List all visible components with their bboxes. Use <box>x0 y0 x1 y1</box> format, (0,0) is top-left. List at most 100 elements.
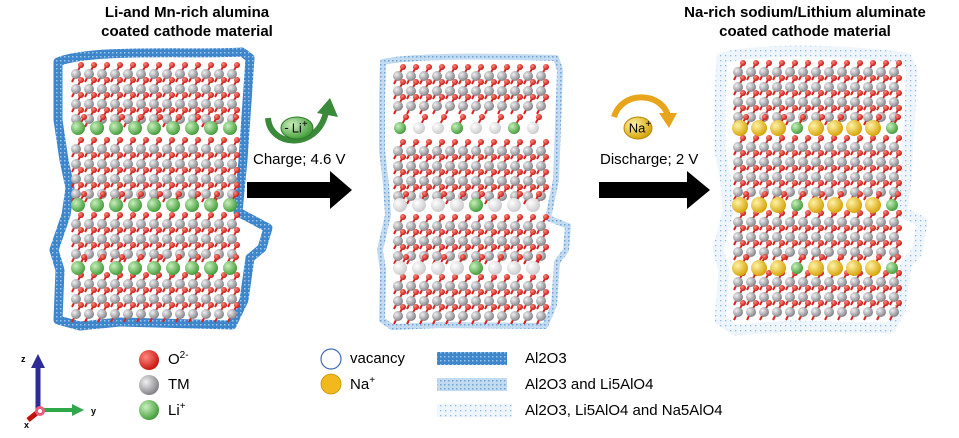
oxygen-atom <box>831 75 837 81</box>
oxygen-atom <box>779 150 785 156</box>
alkali-site <box>393 198 407 212</box>
oxygen-atom <box>156 302 162 308</box>
tm-atom <box>162 234 172 244</box>
oxygen-atom <box>896 285 902 291</box>
tm-atom <box>84 189 94 199</box>
tm-atom <box>772 232 782 242</box>
tm-atom <box>484 281 494 291</box>
oxygen-atom <box>465 139 471 145</box>
charge-ion-symbol: Li <box>291 120 302 136</box>
oxygen-atom <box>195 272 201 278</box>
tm-atom <box>510 71 520 81</box>
tm-atom <box>772 172 782 182</box>
oxygen-atom <box>883 225 889 231</box>
oxygen-atom <box>465 169 471 175</box>
tm-atom <box>110 189 120 199</box>
tm-atom <box>863 142 873 152</box>
tm-atom <box>406 311 416 321</box>
oxygen-atom <box>896 60 902 66</box>
oxygen-atom <box>818 225 824 231</box>
oxygen-atom <box>831 240 837 246</box>
tm-atom <box>110 174 120 184</box>
tm-atom <box>110 99 120 109</box>
alkali-site <box>791 199 803 211</box>
oxygen-atom <box>195 137 201 143</box>
oxygen-atom <box>753 60 759 66</box>
left-title-line2: coated cathode material <box>101 23 273 40</box>
tm-atom <box>406 296 416 306</box>
oxygen-atom <box>422 114 428 120</box>
tm-atom <box>393 101 403 111</box>
oxygen-atom <box>479 191 485 197</box>
oxygen-atom <box>452 229 458 235</box>
oxygen-atom <box>883 180 889 186</box>
legend-li-dot <box>139 400 159 420</box>
tm-atom <box>84 159 94 169</box>
tm-atom <box>824 217 834 227</box>
oxygen-atom <box>233 191 239 197</box>
oxygen-atom <box>465 94 471 100</box>
tm-atom <box>536 176 546 186</box>
tm-atom <box>746 82 756 92</box>
alkali-site <box>204 261 218 275</box>
alkali-site <box>185 198 199 212</box>
legend-li-label: Li+ <box>168 401 186 419</box>
tm-atom <box>484 311 494 321</box>
tm-atom <box>201 279 211 289</box>
tm-atom <box>445 71 455 81</box>
tm-atom <box>227 234 237 244</box>
tm-atom <box>798 277 808 287</box>
tm-atom <box>824 232 834 242</box>
oxygen-atom <box>465 214 471 220</box>
tm-atom <box>798 97 808 107</box>
tm-atom <box>432 71 442 81</box>
alkali-site <box>128 261 142 275</box>
oxygen-atom <box>426 169 432 175</box>
tm-atom <box>536 281 546 291</box>
oxygen-atom <box>491 139 497 145</box>
oxygen-atom <box>452 289 458 295</box>
tm-atom <box>123 189 133 199</box>
tm-atom <box>863 97 873 107</box>
oxygen-atom <box>460 114 466 120</box>
discharge-na-ion <box>623 116 653 140</box>
tm-atom <box>188 279 198 289</box>
tm-atom <box>406 176 416 186</box>
oxygen-atom <box>740 60 746 66</box>
tm-atom <box>811 232 821 242</box>
tm-atom <box>876 232 886 242</box>
tm-atom <box>432 236 442 246</box>
oxygen-atom <box>195 152 201 158</box>
tm-atom <box>733 82 743 92</box>
oxygen-atom <box>78 152 84 158</box>
tm-atom <box>471 86 481 96</box>
oxygen-atom <box>117 167 123 173</box>
tm-atom <box>445 311 455 321</box>
oxygen-atom <box>762 254 768 260</box>
legend-coat2-swatch <box>437 378 507 391</box>
tm-atom <box>510 281 520 291</box>
oxygen-atom <box>117 212 123 218</box>
oxygen-atom <box>234 287 240 293</box>
tm-atom <box>889 97 899 107</box>
alkali-site <box>185 121 199 135</box>
oxygen-atom <box>413 169 419 175</box>
oxygen-atom <box>452 169 458 175</box>
oxygen-atom <box>195 287 201 293</box>
oxygen-atom <box>818 285 824 291</box>
oxygen-atom <box>766 75 772 81</box>
tm-atom <box>497 101 507 111</box>
tm-atom <box>149 294 159 304</box>
oxygen-atom <box>422 191 428 197</box>
tm-atom <box>432 161 442 171</box>
oxygen-atom <box>143 227 149 233</box>
oxygen-atom <box>452 79 458 85</box>
legend-li-symbol: Li <box>168 402 180 419</box>
tm-atom <box>445 221 455 231</box>
tm-atom <box>214 144 224 154</box>
oxygen-atom <box>78 287 84 293</box>
tm-atom <box>746 157 756 167</box>
tm-atom <box>746 277 756 287</box>
oxygen-atom <box>465 289 471 295</box>
